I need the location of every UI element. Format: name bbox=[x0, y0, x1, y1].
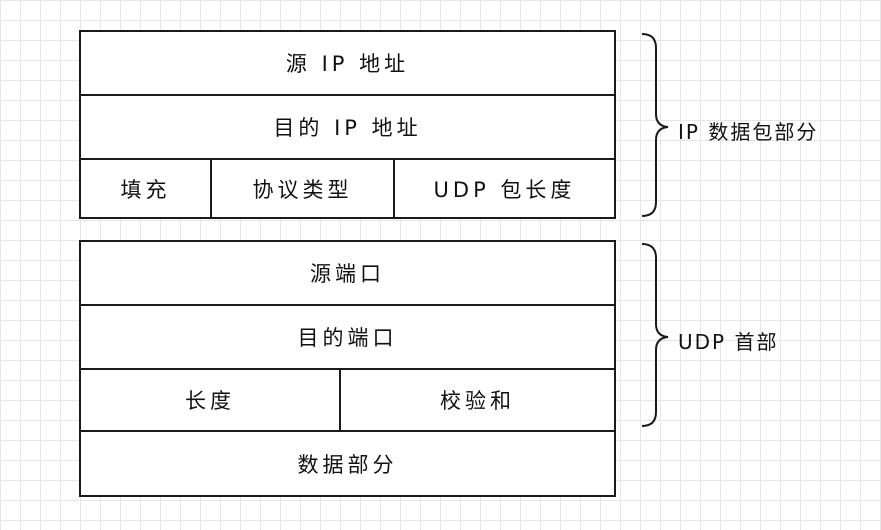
udp-header-block: 源端口 目的端口 长度 校验和 数据部分 bbox=[79, 240, 616, 497]
udp-row-length-checksum: 长度 校验和 bbox=[81, 370, 614, 432]
udp-part-label: UDP 首部 bbox=[678, 330, 779, 354]
udp-row-source-port: 源端口 bbox=[81, 242, 614, 306]
udp-row-destination-port: 目的端口 bbox=[81, 306, 614, 370]
ip-part-label: IP 数据包部分 bbox=[678, 120, 819, 144]
udp-part-brace bbox=[641, 243, 669, 427]
length-cell: 长度 bbox=[185, 389, 235, 413]
ip-row-source: 源 IP 地址 bbox=[81, 32, 614, 96]
ip-pseudo-header-block: 源 IP 地址 目的 IP 地址 填充 协议类型 UDP 包长度 bbox=[79, 30, 616, 219]
destination-ip-cell: 目的 IP 地址 bbox=[273, 116, 422, 140]
data-part-cell: 数据部分 bbox=[297, 452, 398, 477]
ip-part-brace bbox=[641, 33, 669, 217]
udp-row-data: 数据部分 bbox=[81, 432, 614, 495]
ip-row-destination: 目的 IP 地址 bbox=[81, 96, 614, 160]
udp-length-cell: UDP 包长度 bbox=[393, 160, 614, 217]
source-port-cell: 源端口 bbox=[310, 262, 385, 286]
destination-port-cell: 目的端口 bbox=[297, 326, 398, 350]
source-ip-cell: 源 IP 地址 bbox=[285, 52, 410, 76]
padding-cell: 填充 bbox=[120, 177, 171, 202]
checksum-cell: 校验和 bbox=[339, 370, 614, 430]
protocol-type-cell: 协议类型 bbox=[210, 160, 393, 217]
ip-row-fields: 填充 协议类型 UDP 包长度 bbox=[81, 160, 614, 217]
